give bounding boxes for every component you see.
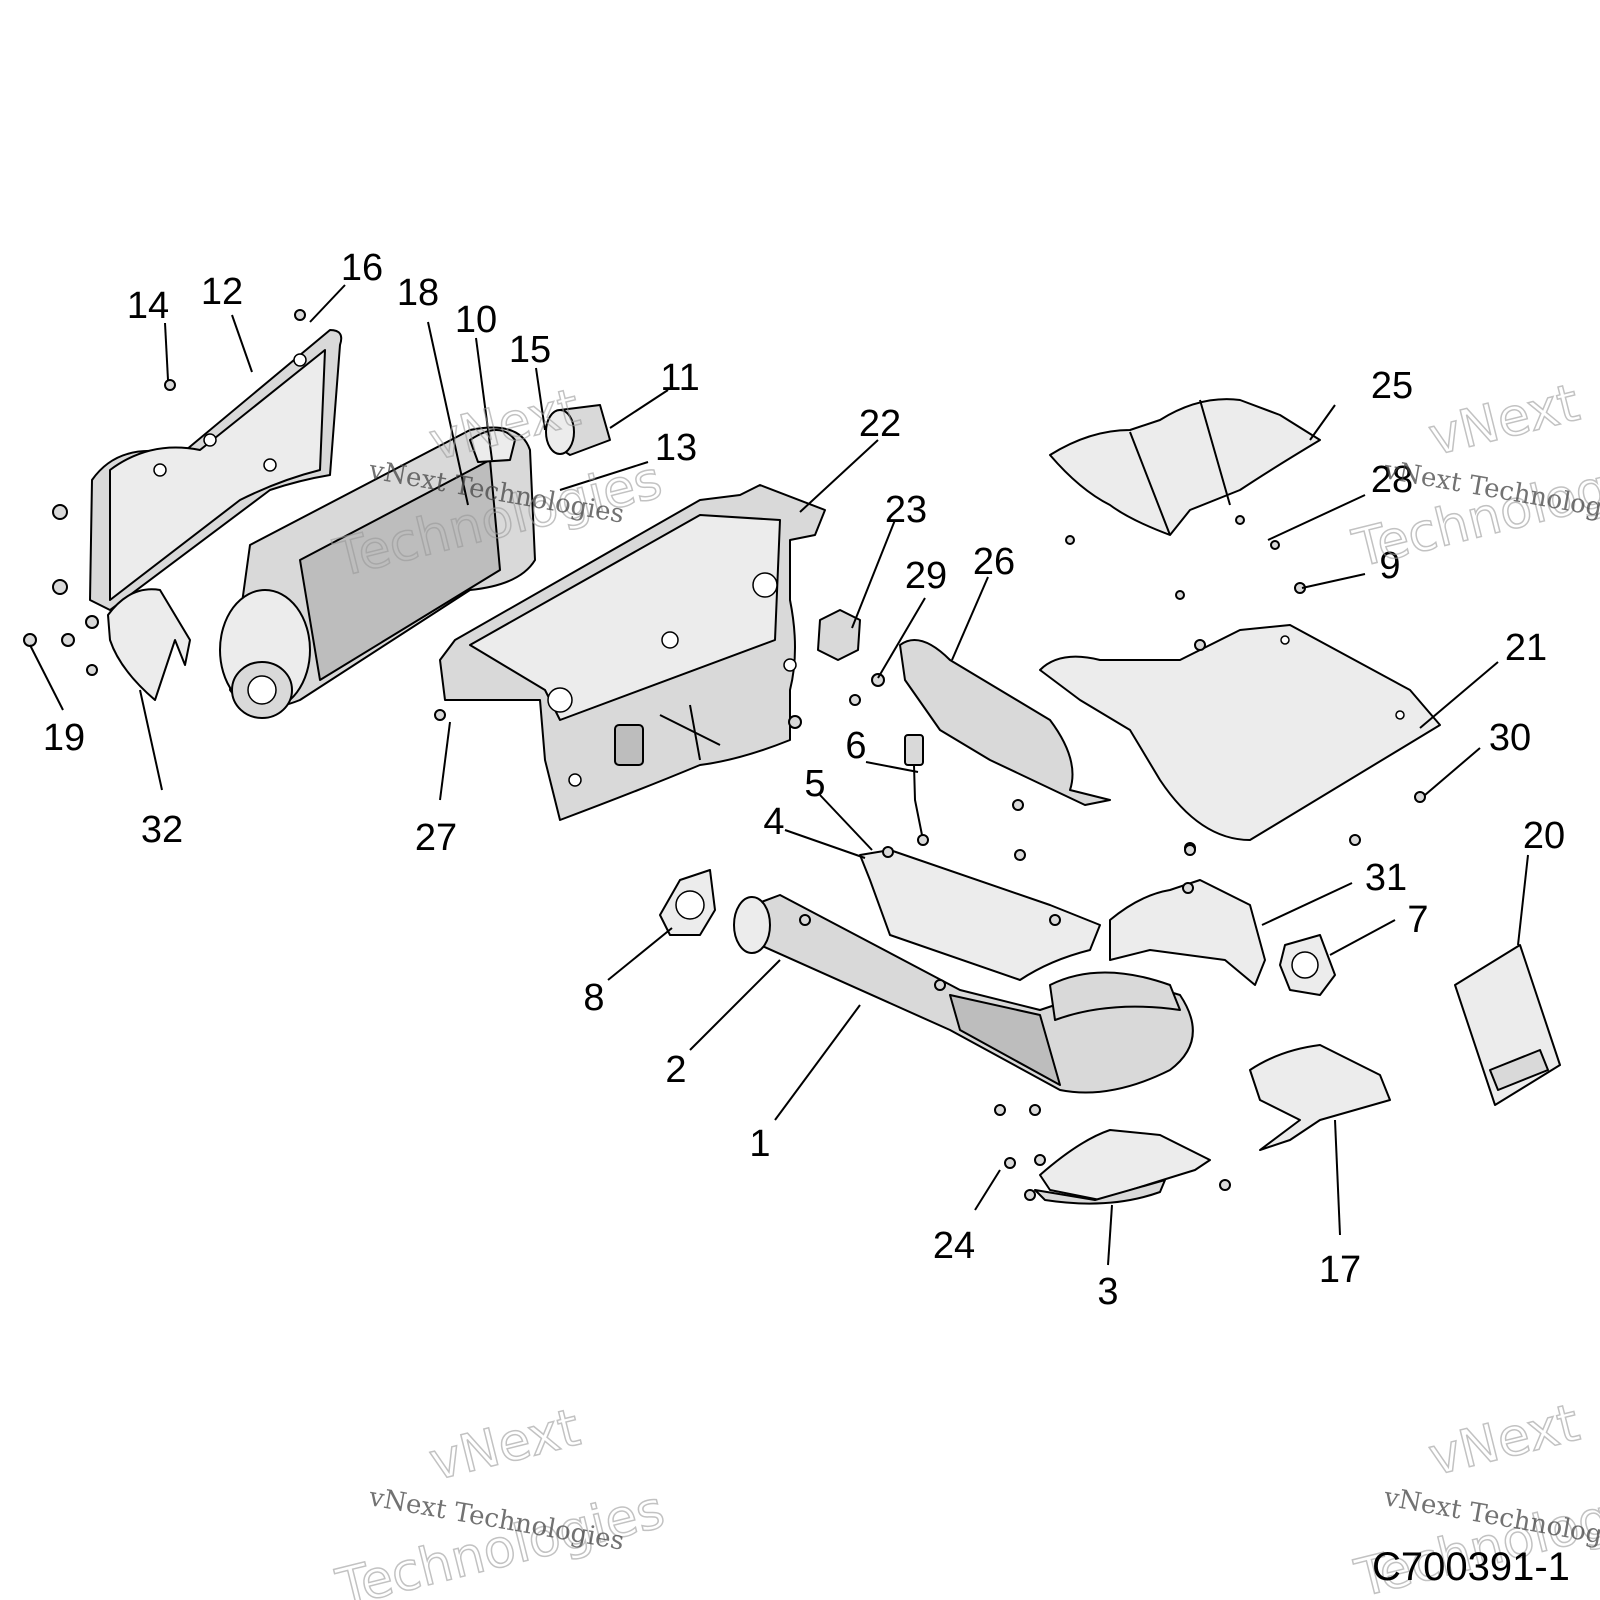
callout-27: 27 — [415, 817, 457, 859]
callout-3: 3 — [1097, 1271, 1118, 1313]
part-32-end-shield — [107, 588, 191, 701]
callout-24: 24 — [933, 1225, 975, 1267]
callout-labels: 14 12 16 18 10 15 11 13 22 23 29 26 25 2… — [43, 247, 1565, 1313]
part-25-upper-shield — [1049, 398, 1321, 536]
callout-30: 30 — [1489, 717, 1531, 759]
callout-21: 21 — [1505, 627, 1547, 669]
callout-6: 6 — [845, 725, 866, 767]
callout-29: 29 — [905, 555, 947, 597]
leader-lines — [29, 284, 1529, 1266]
callout-20: 20 — [1523, 815, 1565, 857]
part-6-o2-sensor — [904, 734, 929, 846]
part-31-connector-shield — [1109, 879, 1266, 986]
callout-19: 19 — [43, 717, 85, 759]
part-23-grommet — [817, 609, 861, 661]
fasteners — [23, 309, 1426, 1201]
callout-16: 16 — [341, 247, 383, 289]
callout-31: 31 — [1365, 857, 1407, 899]
part-1-head-pipe — [733, 894, 1194, 1094]
callout-2: 2 — [665, 1049, 686, 1091]
svg-text:vNext: vNext — [424, 1398, 586, 1493]
part-17-shield — [1249, 1044, 1391, 1151]
callout-18: 18 — [397, 272, 439, 314]
watermark-upper-right: vNext Technologies — [1346, 372, 1600, 580]
callout-12: 12 — [201, 271, 243, 313]
part-12-heat-shield — [89, 329, 343, 611]
callout-11: 11 — [660, 357, 699, 399]
part-11-tail-tip — [545, 404, 611, 456]
callout-7: 7 — [1407, 899, 1428, 941]
watermark-lower-left: vNext Technologies — [330, 1397, 671, 1600]
muffler-assembly — [219, 426, 536, 719]
callout-22: 22 — [859, 403, 901, 445]
part-20-plate — [1454, 944, 1561, 1106]
figure-code: C700391-1 — [1372, 1545, 1570, 1589]
callout-25: 25 — [1371, 365, 1413, 407]
svg-text:vNext: vNext — [1423, 373, 1585, 468]
callout-15: 15 — [509, 329, 551, 371]
part-21-lower-shield — [1039, 624, 1441, 841]
part-26-shield — [899, 639, 1111, 806]
callout-9: 9 — [1379, 545, 1400, 587]
callout-26: 26 — [973, 541, 1015, 583]
callout-14: 14 — [127, 285, 169, 327]
part-3-clamp — [1034, 1129, 1211, 1205]
callout-1: 1 — [749, 1123, 770, 1165]
callout-5: 5 — [804, 763, 825, 805]
callout-32: 32 — [141, 809, 183, 851]
part-7-gasket — [1279, 934, 1336, 996]
callout-23: 23 — [885, 489, 927, 531]
part-22-large-heat-shield — [439, 484, 826, 821]
callout-13: 13 — [655, 427, 697, 469]
callout-28: 28 — [1371, 459, 1413, 501]
svg-text:vNext: vNext — [1423, 1393, 1585, 1488]
callout-8: 8 — [583, 977, 604, 1019]
callout-10: 10 — [455, 299, 497, 341]
part-4-pipe-shield — [859, 849, 1101, 981]
part-8-gasket — [659, 869, 716, 936]
callout-17: 17 — [1319, 1249, 1361, 1291]
callout-4: 4 — [763, 801, 784, 843]
